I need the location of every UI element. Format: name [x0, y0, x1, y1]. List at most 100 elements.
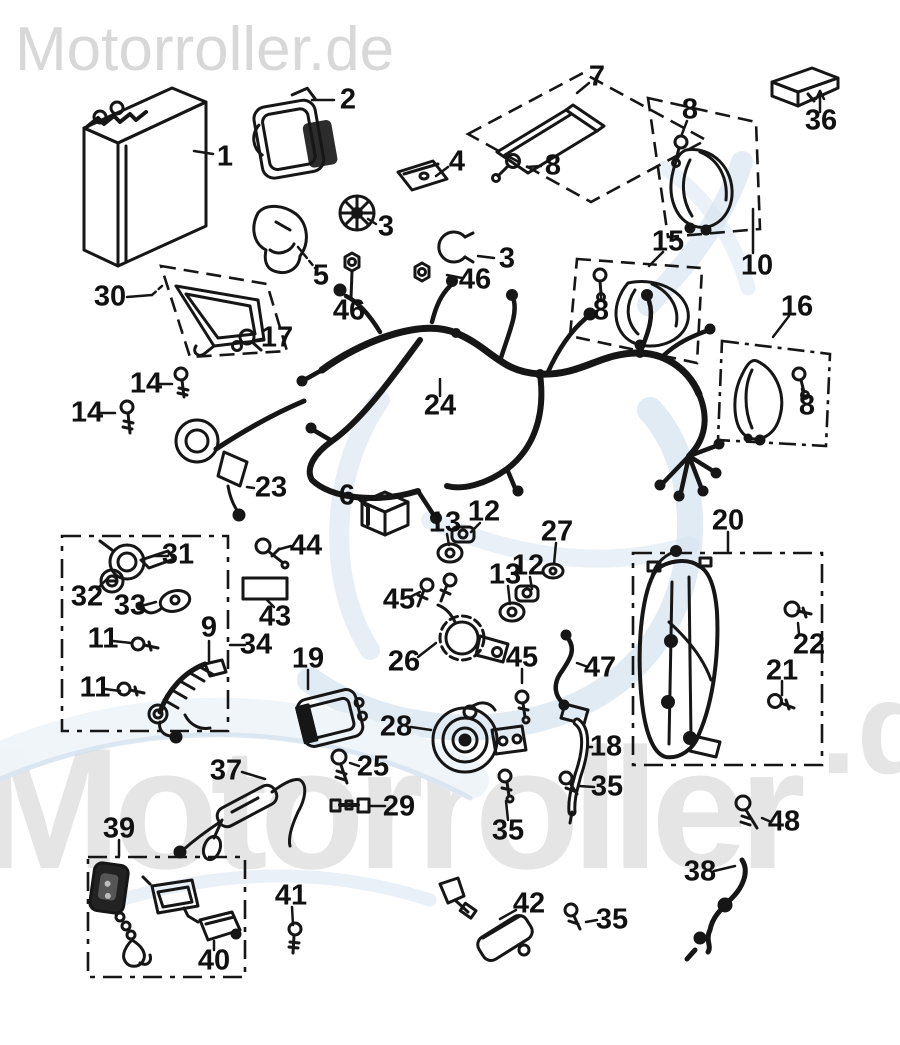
bolt-44-drawing [254, 537, 290, 570]
cable-23-drawing [174, 398, 307, 522]
part-label-battery: 1 [216, 140, 234, 173]
part-label-bolt-35-a: 35 [590, 770, 624, 803]
bolt-11-drawings [116, 636, 160, 697]
part-label-bracket-4: 4 [448, 145, 466, 178]
part-label-nut-46-b: 46 [458, 263, 492, 296]
part-label-signal-box-15: 15 [651, 225, 685, 258]
motorroller-logo-watermark: Motorroller.de [15, 15, 395, 84]
bolt-25-drawing [330, 748, 349, 785]
part-label-bolt-44: 44 [289, 529, 323, 562]
part-label-bolt-17: 17 [260, 321, 294, 354]
part-label-horn-28: 28 [379, 710, 413, 743]
fuse-42-drawing [438, 876, 534, 962]
part-label-sensor-40: 40 [197, 944, 231, 977]
turn-signal-16-drawing [733, 358, 810, 446]
part-label-fuse-42: 42 [512, 887, 546, 920]
part-label-bolt-11-a: 11 [87, 622, 119, 655]
pin-29-drawing [329, 797, 371, 814]
part-label-rubber-mount: 5 [312, 259, 330, 292]
battery-drawing [82, 86, 208, 268]
part-label-nut-46-a: 46 [332, 294, 366, 327]
part-label-grommet-13-a: 13 [428, 506, 462, 539]
ignition-switch-drawing [98, 539, 176, 594]
dashed-group-boxes [60, 71, 832, 979]
part-label-cable-38: 38 [683, 855, 717, 888]
part-label-screw-14-a: 14 [129, 367, 163, 400]
ignition-coil-26-drawing [436, 603, 510, 664]
part-label-fan-wheel: 3 [377, 210, 395, 243]
nut-46-drawings [343, 251, 431, 301]
part-label-bolt-35-c: 35 [595, 903, 629, 936]
horn-28-drawing [431, 701, 528, 774]
part-label-lock-33: 33 [113, 589, 147, 622]
part-label-signal-box-10: 10 [740, 249, 774, 282]
part-label-screw-14-b: 14 [70, 396, 104, 429]
part-label-bolt-21: 21 [765, 654, 799, 687]
leader-lines [95, 81, 826, 952]
part-label-screw-8-c: 8 [592, 294, 610, 327]
parts-artwork [82, 66, 840, 968]
flat-box-36-drawing [770, 66, 840, 108]
part-label-flasher-19: 19 [291, 642, 325, 675]
cable-38-drawing [684, 857, 748, 962]
part-label-bolt-35-b: 35 [491, 814, 525, 847]
part-label-bolt-48: 48 [767, 805, 801, 838]
part-label-coil-bracket-9: 9 [200, 611, 218, 644]
bracket-30-drawing [174, 284, 266, 357]
screw-14-drawings [119, 366, 190, 435]
part-label-antenna-37: 37 [209, 754, 243, 787]
part-label-bolt-22: 22 [792, 628, 826, 661]
flasher-19-drawing [295, 688, 369, 748]
cdi-unit-drawing [252, 86, 338, 180]
bolt-45-drawings [416, 572, 531, 725]
antenna-37-drawing [173, 778, 307, 862]
bolt-35-drawings [497, 768, 582, 931]
part-label-alarm-box-39: 39 [102, 812, 136, 845]
part-label-cable-47: 47 [583, 651, 617, 684]
part-label-lock-set-box-34: 34 [239, 628, 273, 661]
part-label-screw-8-d: 8 [798, 389, 816, 422]
part-label-grommet-13-b: 13 [488, 558, 522, 591]
part-label-ignition-32: 32 [70, 580, 104, 613]
bolt-22-drawing [783, 600, 813, 619]
part-label-harness-24: 24 [423, 389, 457, 422]
giant-watermark-suffix: .de [820, 654, 900, 801]
part-label-bolt-45-b: 45 [505, 641, 539, 674]
turn-signal-10-drawing [669, 134, 734, 236]
part-label-bracket-box-30: 30 [93, 280, 127, 313]
grommet-drawings [436, 525, 565, 623]
part-label-bolt-11-b: 11 [79, 671, 111, 704]
part-label-cdi-unit: 2 [339, 83, 357, 116]
rubber-mount-drawing [252, 204, 308, 274]
bracket-4-drawing [396, 159, 449, 192]
bolt-17-drawing [231, 328, 263, 352]
bolt-21-drawing [767, 693, 796, 711]
part-label-ring: 3 [498, 242, 516, 275]
part-label-plate-43: 43 [258, 600, 292, 633]
alarm-39-drawing [88, 861, 242, 968]
bolt-48-drawing [734, 794, 759, 830]
part-label-cable-23: 23 [254, 471, 288, 504]
bolt-41-drawing [287, 921, 303, 955]
part-label-pin-29: 29 [382, 790, 416, 823]
part-label-screw-8-b: 8 [681, 93, 699, 126]
part-label-signal-box-16: 16 [780, 290, 814, 323]
part-label-flat-box-36: 36 [804, 104, 838, 137]
frame-20-drawing [637, 545, 722, 760]
part-label-coil-26: 26 [387, 645, 421, 678]
part-label-grommet-27: 27 [540, 515, 574, 548]
part-label-relay: 6 [338, 479, 356, 512]
screw-8-a-drawing [491, 153, 521, 183]
part-label-bolt-25: 25 [356, 750, 390, 783]
fan-wheel-drawing [338, 194, 376, 232]
part-label-tube-18: 18 [589, 730, 623, 763]
tube-18-drawing [559, 702, 590, 825]
part-label-grommet-12-a: 12 [467, 495, 501, 528]
part-label-ignition-31: 31 [161, 538, 195, 571]
seat-lock-drawing [135, 589, 192, 615]
plate-43-drawing [241, 576, 289, 601]
wiring-harness-drawing [296, 275, 725, 524]
